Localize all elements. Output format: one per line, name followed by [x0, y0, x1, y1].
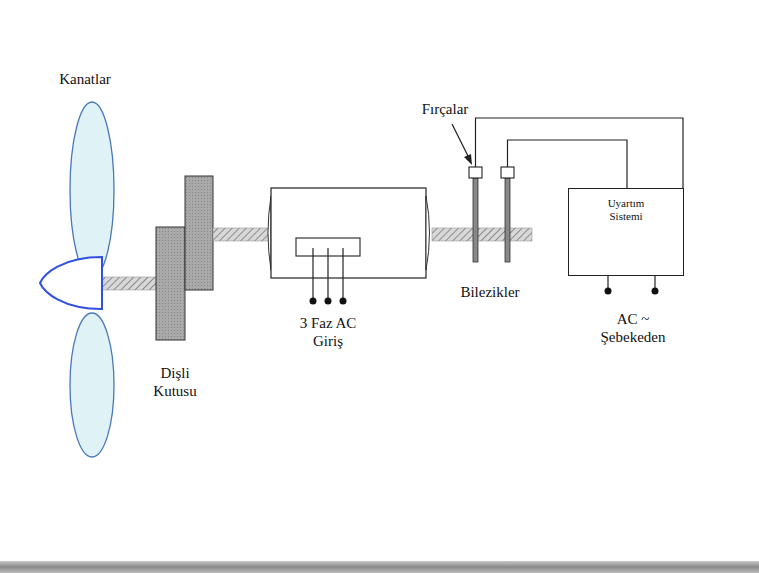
gear — [185, 176, 213, 290]
part-label: 3 Faz AC Giriş — [296, 314, 360, 350]
excitation-box: Uyartım Sistemi — [568, 188, 684, 276]
part-label: Fırçalar — [405, 100, 485, 118]
hub — [40, 257, 102, 309]
slip-ring — [505, 178, 510, 262]
blade — [70, 313, 114, 457]
part-label: Dişli Kutusu — [150, 364, 200, 400]
part-label: AC ~ Şebekeden — [594, 310, 672, 346]
gear — [156, 227, 185, 340]
wire — [476, 118, 684, 188]
box-label: Uyartım Sistemi — [596, 197, 656, 223]
brush — [469, 167, 482, 178]
part-label: Bilezikler — [440, 283, 540, 301]
bottom-bar — [0, 561, 759, 573]
end-cap — [426, 196, 430, 270]
leader-line — [452, 124, 470, 160]
shaft — [213, 228, 271, 241]
generator — [271, 188, 426, 278]
wire — [508, 140, 628, 188]
shaft — [432, 228, 532, 241]
brush — [501, 167, 514, 178]
slip-ring — [473, 178, 478, 262]
part-label: Kanatlar — [40, 70, 130, 88]
shaft — [98, 277, 158, 290]
blade — [70, 102, 114, 278]
